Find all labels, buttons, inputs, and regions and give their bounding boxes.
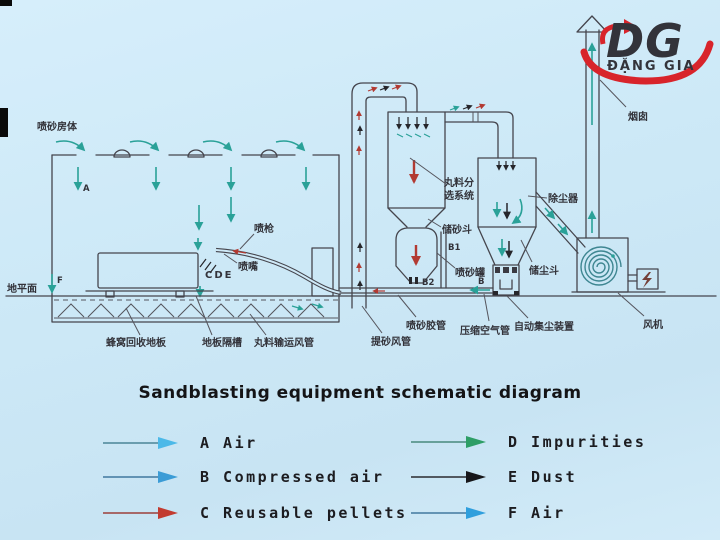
legend-label-d: D Impurities — [508, 433, 647, 451]
sand-lift-duct-label: 提砂风管 — [371, 335, 411, 348]
blast-pot — [395, 227, 447, 289]
ground-plane-label: 地平面 — [7, 282, 37, 295]
pellet-separator — [387, 111, 446, 228]
legend-label-b: B Compressed air — [200, 468, 385, 486]
nozzle-label: 喷嘴 — [238, 260, 258, 273]
b2-label: B2 — [422, 278, 434, 288]
dust-collector-label: 除尘器 — [548, 192, 579, 205]
legend-item-c: C Reusable pellets — [102, 504, 408, 522]
legend-label-f: F Air — [508, 504, 566, 522]
blast-room: A — [51, 140, 340, 323]
fan-spiral — [580, 246, 622, 286]
legend-arrow-c-icon — [103, 507, 178, 519]
fan-label: 风机 — [643, 318, 663, 331]
cde-label: CDE — [205, 270, 233, 281]
legend-item-b: B Compressed air — [102, 468, 385, 486]
legend-arrow-d-icon — [411, 436, 486, 448]
label-pointers — [125, 293, 529, 336]
legend-item-d: D Impurities — [410, 433, 646, 451]
motor-bolt-icon — [642, 272, 652, 288]
logo-arrow-icon — [599, 23, 627, 45]
workpiece-trolley — [85, 252, 214, 298]
legend-item-e: E Dust — [410, 468, 577, 486]
logo-swoosh — [580, 40, 714, 85]
blast-room-label: 喷砂房体 — [37, 120, 78, 133]
honeycomb-floor-label: 蜂窝回收地板 — [106, 336, 167, 349]
logo-company: ĐẶNG GIA — [607, 58, 696, 74]
fan-motor — [636, 268, 659, 290]
b-label: B — [478, 277, 484, 287]
compressed-air-label: 压缩空气管 — [460, 324, 510, 337]
legend-item-a: A Air — [102, 434, 258, 452]
blast-pot-label: 喷砂罐 — [455, 266, 485, 279]
collector-to-fan-duct — [535, 191, 586, 254]
scan-artifact-corner — [0, 0, 12, 6]
flow-f-label: F — [57, 276, 63, 286]
legend-item-f: F Air — [410, 504, 566, 522]
logo-monogram: DG — [606, 14, 684, 68]
legend-arrow-b-icon — [103, 471, 178, 483]
legend-arrow-a-icon — [103, 437, 178, 449]
schematic-diagram: A CDE 喷枪 喷嘴 地平面 F 喷砂房体 — [5, 14, 717, 349]
sand-lifting-duct — [351, 82, 418, 309]
blast-hose-gun — [199, 247, 342, 296]
auto-dust-device — [492, 264, 520, 296]
flow-a-label: A — [83, 184, 90, 194]
floor-grating — [5, 295, 717, 319]
scan-artifact-left — [0, 108, 8, 137]
legend-arrow-f-icon — [411, 507, 486, 519]
legend-label-a: A Air — [200, 434, 258, 452]
floor-trough-label: 地板隔槽 — [202, 336, 242, 349]
dang-gia-logo: DG ĐẶNG GIA — [580, 14, 714, 85]
chimney-label: 烟囱 — [628, 110, 648, 123]
legend-label-e: E Dust — [508, 468, 578, 486]
separator-to-collector-duct — [444, 103, 514, 159]
diagram-title: Sandblasting equipment schematic diagram — [138, 383, 582, 403]
air-pellet-pipe — [339, 285, 494, 295]
auto-dust-label: 自动集尘装置 — [514, 320, 574, 333]
air-inlet-arrows — [55, 140, 306, 152]
dust-collector — [477, 157, 537, 266]
dust-hopper-label: 储尘斗 — [528, 264, 559, 277]
blast-hose-label: 喷砂胶管 — [406, 319, 446, 332]
downflow-arrows — [73, 167, 311, 298]
fan-unit — [571, 237, 666, 293]
b1-label: B1 — [448, 243, 460, 253]
chimney — [576, 15, 608, 239]
spray-gun-label: 喷枪 — [254, 222, 274, 235]
legend-label-c: C Reusable pellets — [200, 504, 408, 522]
separator-label-2: 选系统 — [444, 189, 474, 202]
separator-label-1: 丸料分 — [443, 176, 474, 189]
legend-arrow-e-icon — [411, 471, 486, 483]
pellet-duct-label: 丸料输运风管 — [253, 336, 314, 349]
sand-hopper-label: 储砂斗 — [441, 223, 472, 236]
